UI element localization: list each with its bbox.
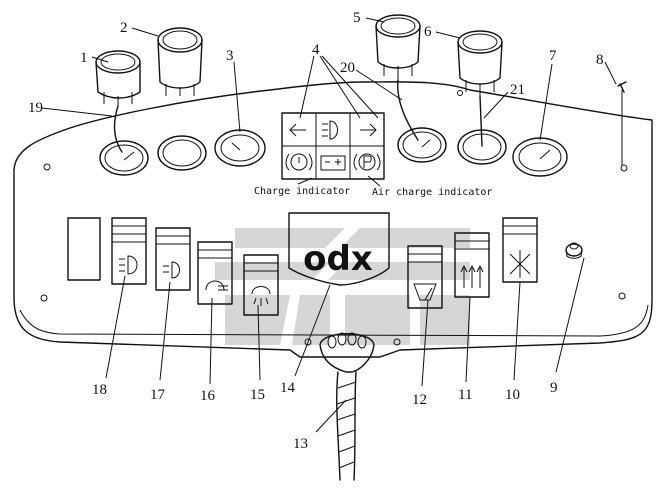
switch-17-beam	[155, 227, 191, 291]
callout-19: 19	[28, 100, 43, 116]
right-arrow-icon	[360, 123, 377, 137]
leader-lines	[41, 17, 617, 433]
switch-18-headlight	[111, 217, 147, 285]
callout-1: 1	[80, 50, 88, 66]
gauge-1-in-panel	[123, 151, 135, 161]
callout-12: 12	[412, 392, 427, 408]
callout-labels: 1 2 3 4 5 6 7 8 9 10 11 12 13 14 15 16 1…	[28, 10, 604, 452]
caption-charge-indicator: Charge indicator	[254, 186, 350, 197]
battery-icon	[320, 155, 346, 171]
switch-12-wiper	[407, 245, 443, 309]
switch-15-work-light	[243, 254, 279, 316]
gauge-6-shaft	[479, 95, 483, 147]
indicator-lamp-panel	[281, 112, 385, 180]
dashboard-panel	[13, 81, 653, 358]
callout-10: 10	[505, 387, 520, 403]
gauge-mounting-holes	[99, 127, 507, 176]
switch-11-rear-defrost	[454, 232, 490, 298]
logo-plate: odx	[288, 212, 390, 286]
key-switch-9	[565, 242, 583, 259]
callout-20: 20	[340, 60, 355, 76]
gauge-2-exploded	[157, 27, 203, 96]
callout-21: 21	[510, 82, 525, 98]
logo-text: odx	[303, 239, 373, 279]
callout-17: 17	[150, 387, 166, 403]
gauge-7-in-panel	[512, 137, 568, 177]
switch-16-fog-lamp	[197, 241, 233, 305]
callout-11: 11	[458, 387, 472, 403]
callout-15: 15	[250, 387, 265, 403]
callout-14: 14	[280, 380, 296, 396]
parking-icon	[353, 153, 381, 171]
callout-8: 8	[596, 52, 604, 68]
hazard-icon	[509, 250, 531, 278]
switch-10-hazard	[502, 217, 538, 283]
panel-screws	[40, 90, 628, 346]
fog-lamp-icon	[205, 280, 228, 291]
callout-6: 6	[424, 24, 432, 40]
beam-icon	[163, 261, 180, 279]
left-arrow-icon	[289, 123, 306, 137]
callout-13: 13	[293, 436, 308, 452]
gauge-1-cable	[113, 105, 123, 153]
callout-4: 4	[312, 42, 320, 58]
caption-air-charge-indicator: Air charge indicator	[372, 187, 492, 198]
gauge-5-exploded	[375, 14, 421, 80]
headlight-icon	[119, 255, 138, 275]
callout-2: 2	[120, 20, 128, 36]
callout-7: 7	[549, 48, 557, 64]
callout-18: 18	[92, 382, 107, 398]
gauge-5-tube	[397, 79, 419, 141]
bolt-8	[617, 81, 627, 166]
switch-blank	[67, 217, 101, 281]
wiper-icon	[413, 283, 437, 301]
wiring-harness	[319, 332, 375, 481]
gauge-1-exploded	[95, 50, 141, 106]
heater-icon	[460, 264, 484, 288]
gauge-3-in-panel	[214, 129, 266, 167]
brake-warning-icon	[285, 153, 313, 171]
work-light-icon	[251, 286, 271, 306]
callout-3: 3	[226, 48, 234, 64]
panel-lip	[19, 304, 649, 337]
gauge-6-exploded	[457, 30, 503, 96]
gauge-20-in-panel	[421, 139, 431, 148]
callout-16: 16	[200, 388, 216, 404]
callout-9: 9	[550, 380, 558, 396]
headlight-icon	[322, 120, 338, 140]
callout-5: 5	[353, 10, 361, 26]
